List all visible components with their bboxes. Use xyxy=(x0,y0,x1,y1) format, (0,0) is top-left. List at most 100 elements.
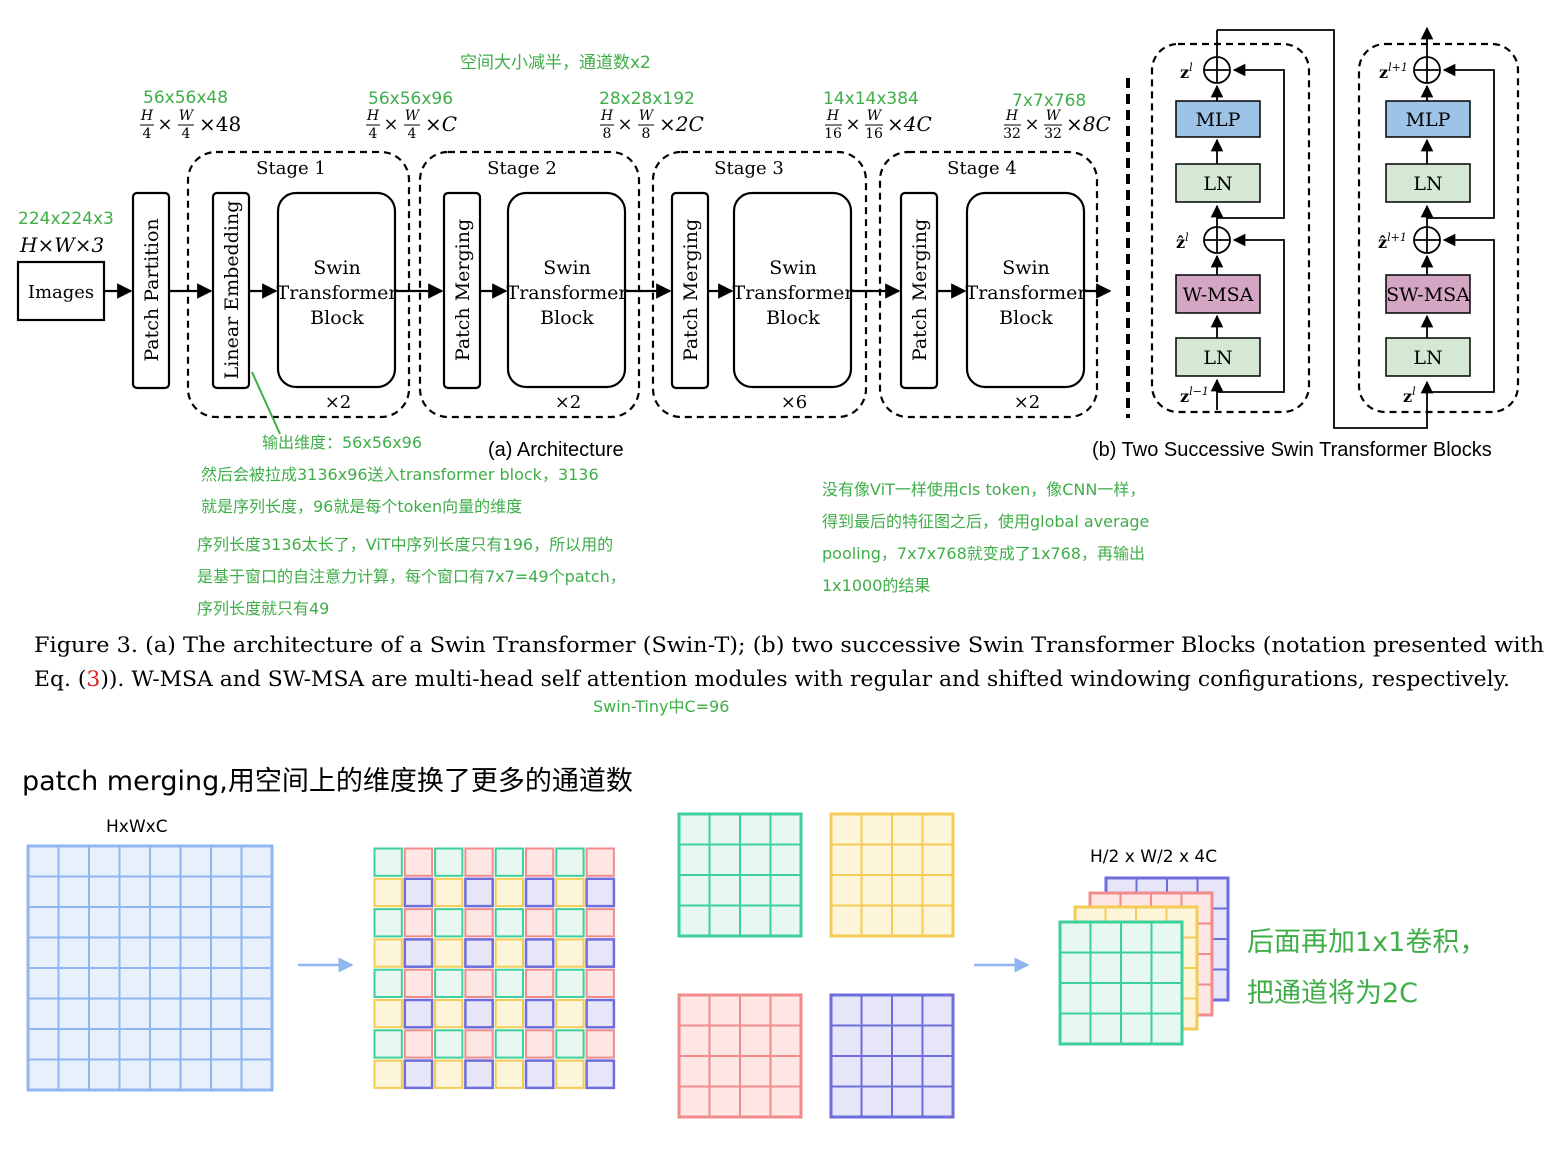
interleaved-cell xyxy=(555,999,585,1029)
dims-green-annotations: 56x56x48 56x56x96 28x28x192 14x14x384 7x… xyxy=(143,53,1086,111)
interleaved-cell xyxy=(434,877,464,908)
linear-embedding-label: Linear Embedding xyxy=(221,201,243,380)
interleaved-cell xyxy=(434,968,464,999)
left-ln-top-label: LN xyxy=(1203,173,1232,195)
block-diagram: LN W-MSA LN MLP zl ẑl zl−1 xyxy=(1092,26,1520,461)
interleaved-cell xyxy=(373,999,403,1029)
interleaved-cell xyxy=(373,847,403,877)
patch-merging-label-3: Patch Merging xyxy=(680,219,702,361)
split-grid-teal xyxy=(677,812,803,938)
dims-green-2: 56x56x96 xyxy=(368,89,453,109)
dims-formula-3: H 8 × W 8 ×2C xyxy=(600,108,704,142)
dims-green-4: 14x14x384 xyxy=(823,89,919,109)
formula-4-wd: 16 xyxy=(865,126,883,142)
interleaved-cell xyxy=(585,968,615,999)
formula-2-h: H xyxy=(366,108,380,124)
interleaved-cell xyxy=(524,1059,555,1090)
right-swmsa-label: SW-MSA xyxy=(1386,284,1470,306)
formula-2-times: × xyxy=(383,114,398,135)
stage-3-box xyxy=(651,150,868,419)
merging-note-2: 把通道将为2C xyxy=(1247,978,1418,1009)
dims-formula-5: H 32 × W 32 ×8C xyxy=(1003,108,1111,142)
merging-heading: patch merging,用空间上的维度换了更多的通道数 xyxy=(22,766,633,797)
formula-1-wd: 4 xyxy=(182,126,191,142)
swin-block-3-line-2: Transformer xyxy=(733,282,855,304)
split-grid-purple xyxy=(829,993,955,1119)
interleaved-cell xyxy=(373,968,403,999)
interleaved-cell xyxy=(403,1029,434,1059)
interleaved-cell xyxy=(403,1059,434,1090)
formula-3-c: ×2C xyxy=(659,112,704,136)
note-embed-dim: 输出维度：56x56x96 xyxy=(262,433,422,452)
left-wmsa xyxy=(1175,274,1261,314)
spatial-note: 空间大小减半，通道数x2 xyxy=(460,53,651,73)
interleaved-cell xyxy=(494,968,525,999)
interleaved-cell xyxy=(494,1029,525,1059)
interleaved-cell xyxy=(434,847,464,877)
interleaved-cell xyxy=(464,968,494,999)
interleaved-cell xyxy=(525,908,555,938)
right-mlp-label: MLP xyxy=(1406,109,1451,131)
patch-partition-label: Patch Partition xyxy=(141,218,163,361)
merging-note-1: 后面再加1x1卷积， xyxy=(1247,927,1486,958)
eq-ref-link[interactable]: 3 xyxy=(86,667,100,691)
block-right: LN SW-MSA LN MLP zl+1 ẑl+1 zl xyxy=(1378,26,1495,406)
note-flatten-1: 然后会被拉成3136x96送入transformer block，3136 xyxy=(201,465,599,484)
interleaved-cell xyxy=(464,1059,494,1090)
stage-2-repeat: ×2 xyxy=(555,392,582,413)
input-dims-green: 224x224x3 xyxy=(18,209,114,229)
swin-block-2-line-2: Transformer xyxy=(507,282,629,304)
interleaved-cell xyxy=(464,938,494,968)
formula-5-times: × xyxy=(1024,114,1039,135)
formula-4-hd: 16 xyxy=(824,126,842,142)
block-right-container xyxy=(1357,42,1520,414)
interleaved-cell xyxy=(494,999,525,1029)
swin-block-4-line-3: Block xyxy=(999,307,1053,329)
note-pool-3: pooling，7x7x768就变成了1x768，再输出 xyxy=(822,544,1145,563)
caption-a: (a) Architecture xyxy=(488,439,624,461)
swin-block-1-line-2: Transformer xyxy=(277,282,399,304)
formula-2-hd: 4 xyxy=(369,126,378,142)
note-window-1: 序列长度3136太长了，ViT中序列长度只有196，所以用的 xyxy=(197,535,613,554)
left-ln-bottom-label: LN xyxy=(1203,347,1232,369)
interleaved-cell xyxy=(464,998,494,1029)
interleaved-cell xyxy=(464,1029,494,1059)
input-dims: H×W×3 xyxy=(19,233,104,257)
swin-block-4-line-2: Transformer xyxy=(966,282,1088,304)
formula-5-wd: 32 xyxy=(1044,126,1062,142)
right-label-top: zl+1 xyxy=(1379,61,1408,82)
formula-4-w: W xyxy=(867,108,883,124)
formula-4-h: H xyxy=(826,108,840,124)
left-mlp xyxy=(1175,100,1261,138)
architecture-diagram: 224x224x3 H×W×3 Images Patch Partition S… xyxy=(16,53,1130,461)
note-pool-4: 1x1000的结果 xyxy=(822,576,930,595)
swin-block-2-line-3: Block xyxy=(540,307,594,329)
interleaved-cell xyxy=(555,938,585,968)
left-label-bot: zl−1 xyxy=(1180,385,1209,406)
stage-1-box xyxy=(186,150,411,419)
interleaved-cell xyxy=(525,847,555,877)
stack-grid-teal xyxy=(1058,920,1184,1046)
interleaved-cell xyxy=(494,1059,525,1089)
left-ln-top xyxy=(1175,163,1261,203)
merging-input-label: HxWxC xyxy=(106,817,168,837)
interleaved-cell xyxy=(373,908,403,938)
right-label-mid: ẑl+1 xyxy=(1378,231,1407,252)
right-ln-bottom-label: LN xyxy=(1413,347,1442,369)
interleaved-cell xyxy=(403,968,434,999)
block-connector xyxy=(1217,29,1434,429)
dims-green-5: 7x7x768 xyxy=(1012,91,1086,111)
note-window-2: 是基于窗口的自注意力计算，每个窗口有7x7=49个patch， xyxy=(197,567,626,586)
interleaved-cell xyxy=(585,998,616,1029)
images-label: Images xyxy=(28,282,94,303)
right-label-bot: zl xyxy=(1403,385,1416,406)
stage-2-box xyxy=(418,150,641,419)
interleaved-cell xyxy=(403,877,434,908)
formula-3-w: W xyxy=(639,108,655,124)
note-pool-2: 得到最后的特征图之后，使用global average xyxy=(822,512,1149,531)
right-ln-top xyxy=(1385,163,1471,203)
interleaved-cell xyxy=(555,1029,585,1059)
interleaved-cell xyxy=(434,1059,464,1089)
interleaved-cell xyxy=(555,1059,585,1089)
